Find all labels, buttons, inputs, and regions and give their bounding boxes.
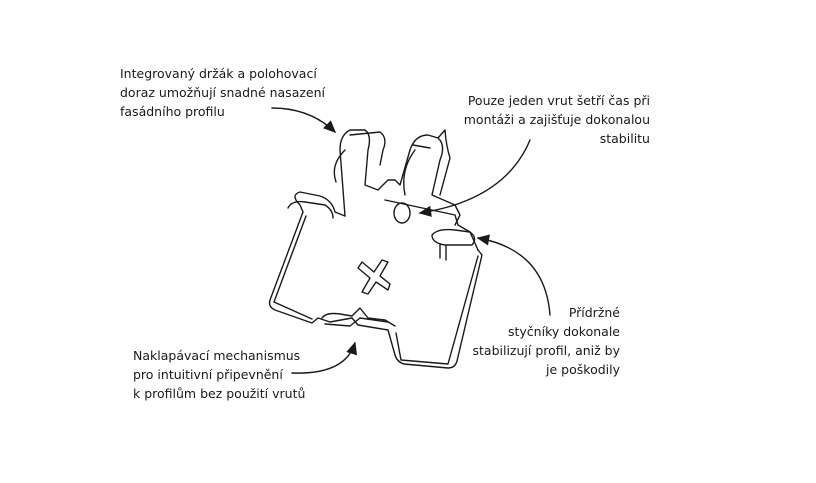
callout-line: stabilizují profil, aniž by bbox=[472, 343, 621, 358]
callout-line: Pouze jeden vrut šetří čas při bbox=[467, 93, 650, 108]
callout-line: Integrovaný držák a polohovací bbox=[120, 66, 317, 81]
callout-bottom-right: Přídržné styčníky dokonale stabilizují p… bbox=[473, 303, 621, 379]
callout-line: montáži a zajišťuje dokonalou bbox=[463, 112, 650, 127]
callout-line: je poškodily bbox=[546, 362, 620, 377]
x-embossing bbox=[357, 259, 391, 295]
clip-plate bbox=[268, 129, 483, 369]
callout-line: Přídržné bbox=[568, 305, 620, 320]
callout-line: pro intuitivní připevnění bbox=[133, 367, 283, 382]
callout-line: doraz umožňují snadné nasazení bbox=[120, 85, 326, 100]
callout-line: fasádního profilu bbox=[120, 104, 225, 119]
callout-bottom-left: Naklapávací mechanismus pro intuitivní p… bbox=[133, 346, 305, 403]
callout-top-left: Integrovaný držák a polohovací doraz umo… bbox=[120, 64, 325, 121]
callout-line: Naklapávací mechanismus bbox=[133, 348, 301, 363]
callout-line: stabilitu bbox=[599, 131, 650, 146]
callout-arrows bbox=[271, 107, 551, 374]
callout-line: styčníky dokonale bbox=[507, 324, 620, 339]
screw-hole bbox=[393, 202, 411, 224]
callout-top-right: Pouze jeden vrut šetří čas při montáži a… bbox=[464, 91, 650, 148]
callout-line: k profilům bez použití vrutů bbox=[133, 386, 306, 401]
